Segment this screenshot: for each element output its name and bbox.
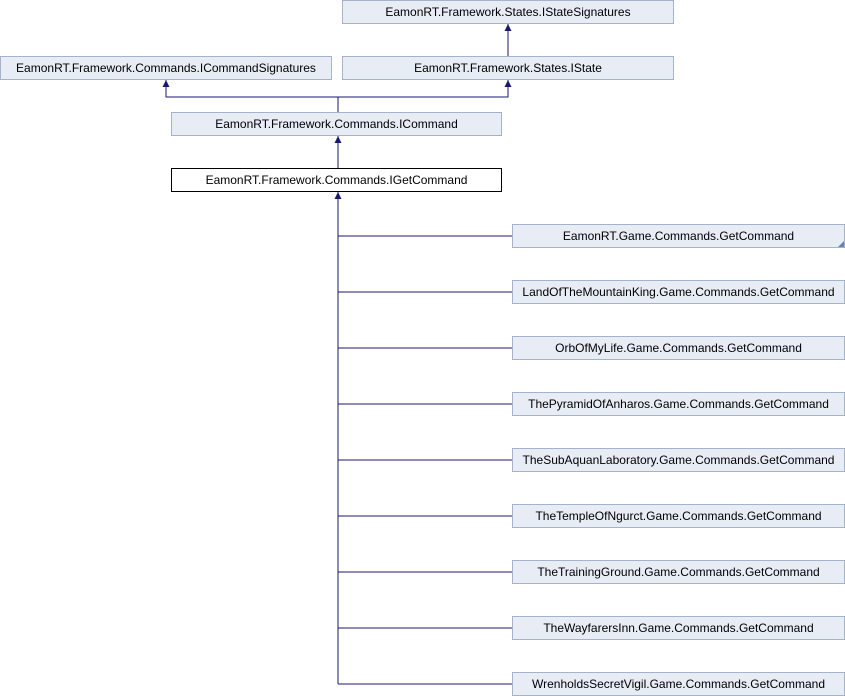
- node-derived-orbofmylife-getcommand[interactable]: OrbOfMyLife.Game.Commands.GetCommand: [512, 336, 845, 360]
- node-icommand[interactable]: EamonRT.Framework.Commands.ICommand: [171, 112, 502, 136]
- node-istate[interactable]: EamonRT.Framework.States.IState: [342, 56, 674, 80]
- node-derived-thepyramidofanharos-getcommand[interactable]: ThePyramidOfAnharos.Game.Commands.GetCom…: [512, 392, 845, 416]
- node-istate-signatures[interactable]: EamonRT.Framework.States.IStateSignature…: [342, 0, 674, 24]
- node-derived-thetempleofngurct-getcommand[interactable]: TheTempleOfNgurct.Game.Commands.GetComma…: [512, 504, 845, 528]
- node-igetcommand-current: EamonRT.Framework.Commands.IGetCommand: [171, 168, 502, 192]
- edge-icommand-to-istate: [338, 80, 512, 98]
- node-derived-thewayfarersinn-getcommand[interactable]: TheWayfarersInn.Game.Commands.GetCommand: [512, 616, 845, 640]
- node-derived-wrenholdssecretvigil-getcommand[interactable]: WrenholdsSecretVigil.Game.Commands.GetCo…: [512, 672, 845, 696]
- node-derived-eamonrt-getcommand[interactable]: EamonRT.Game.Commands.GetCommand: [512, 224, 845, 248]
- node-derived-thetrainingground-getcommand[interactable]: TheTrainingGround.Game.Commands.GetComma…: [512, 560, 845, 584]
- node-derived-thesubaquanlaboratory-getcommand[interactable]: TheSubAquanLaboratory.Game.Commands.GetC…: [512, 448, 845, 472]
- node-icommand-signatures[interactable]: EamonRT.Framework.Commands.ICommandSigna…: [0, 56, 332, 80]
- node-derived-landofthemountainking-getcommand[interactable]: LandOfTheMountainKing.Game.Commands.GetC…: [512, 280, 845, 304]
- edge-icommand-to-icommandsignatures: [162, 80, 339, 112]
- more-subclasses-corner-icon: [838, 241, 844, 247]
- node-label: EamonRT.Game.Commands.GetCommand: [562, 229, 795, 243]
